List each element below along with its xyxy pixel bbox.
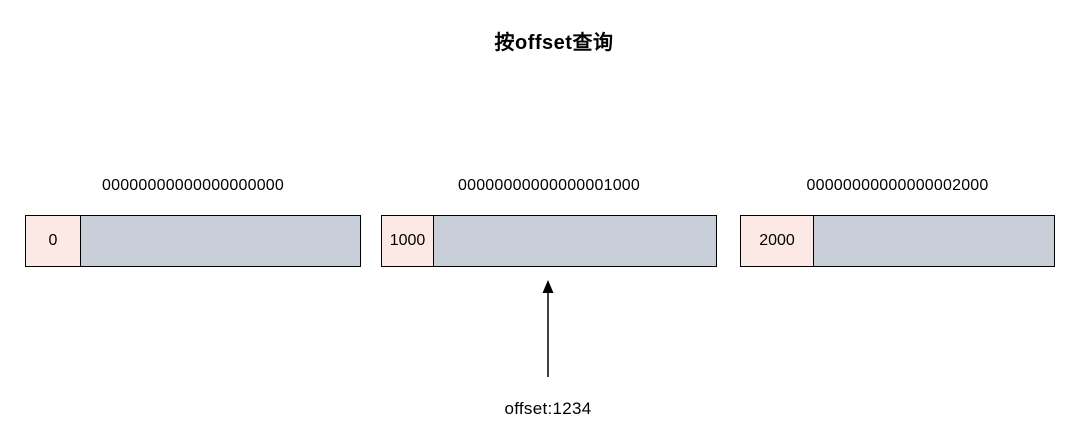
segment-body [814, 216, 1054, 266]
offset-pointer-label: offset:1234 [504, 399, 592, 418]
segment-row: 2000 [740, 215, 1055, 267]
segment-row: 0 [25, 215, 361, 267]
segment-base-offset-cell: 1000 [382, 216, 434, 266]
segment-filename-label: 00000000000000001000 [458, 177, 640, 194]
arrow-up-icon [542, 280, 554, 377]
segment-base-offset-cell: 0 [26, 216, 81, 266]
diagram-title: 按offset查询 [494, 32, 614, 54]
segment-filename-label: 00000000000000000000 [102, 177, 284, 194]
segment-row: 1000 [381, 215, 717, 267]
segment-block-0: 00000000000000000000 0 [25, 176, 361, 267]
segment-filename-label: 00000000000000002000 [806, 177, 989, 194]
segment-base-offset-cell: 2000 [741, 216, 814, 266]
segment-body [434, 216, 716, 266]
segment-block-2: 00000000000000002000 2000 [740, 176, 1055, 267]
segment-block-1: 00000000000000001000 1000 [381, 176, 717, 267]
segment-body [81, 216, 360, 266]
